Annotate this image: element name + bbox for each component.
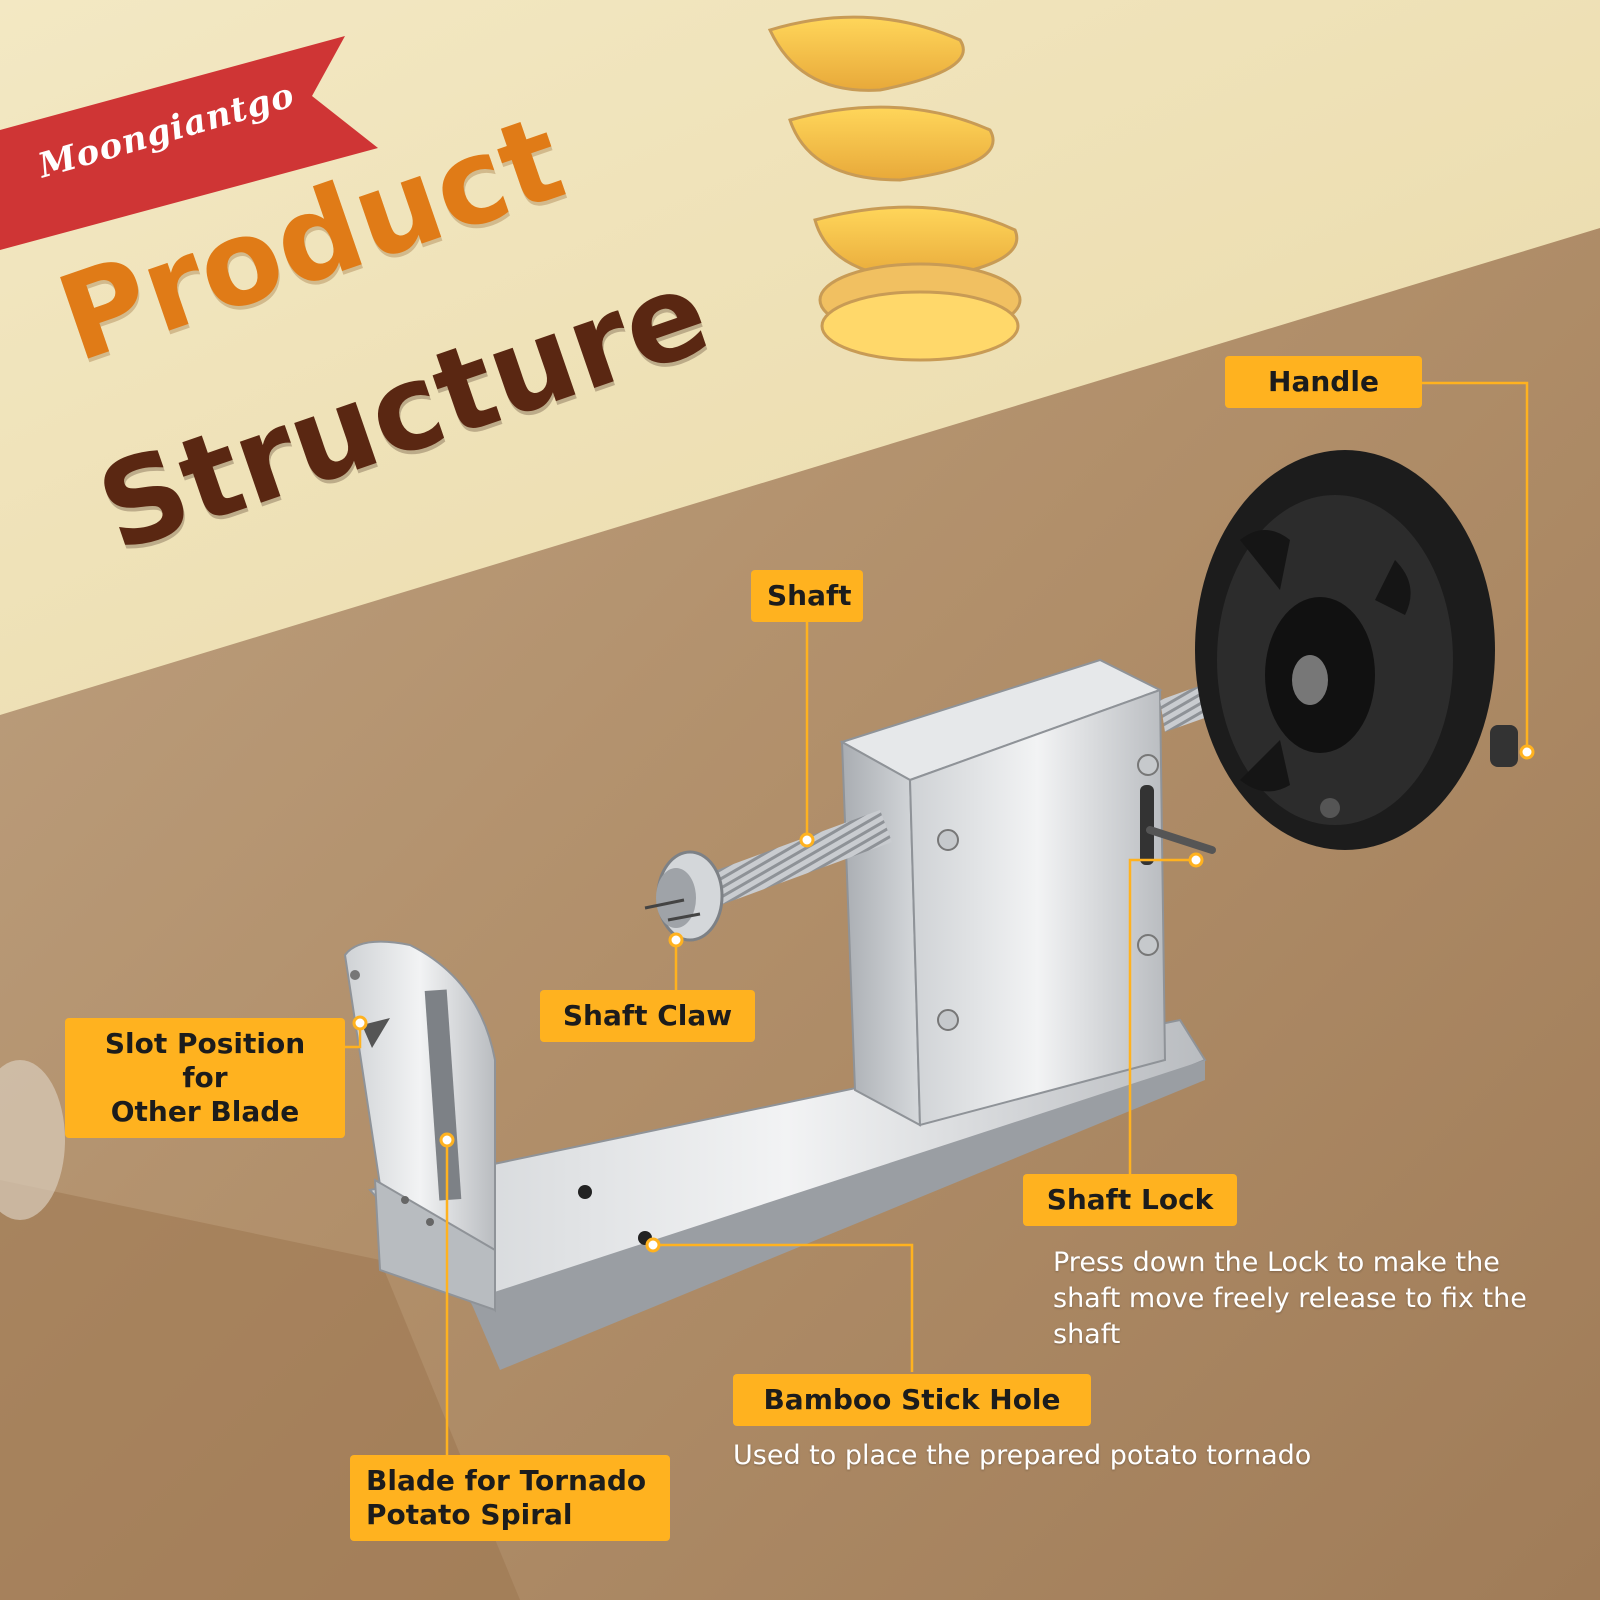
- label-blade: Blade for Tornado Potato Spiral: [350, 1455, 670, 1541]
- brand-ribbon: [0, 36, 378, 250]
- label-shaft: Shaft: [751, 570, 863, 622]
- bamboo-hole-description: Used to place the prepared potato tornad…: [733, 1440, 1312, 1471]
- label-handle: Handle: [1225, 356, 1422, 408]
- label-shaft-lock: Shaft Lock: [1023, 1174, 1237, 1226]
- bowl-edge: [0, 1060, 65, 1220]
- leader-lines: [343, 381, 1535, 1458]
- label-bamboo-stick-hole: Bamboo Stick Hole: [733, 1374, 1091, 1426]
- cream-band: [0, 0, 1600, 715]
- label-slot-position: Slot Position for Other Blade: [65, 1018, 345, 1138]
- label-shaft-claw: Shaft Claw: [540, 990, 755, 1042]
- shaft-lock-description: Press down the Lock to make the shaft mo…: [1053, 1247, 1527, 1350]
- blade-plate: [343, 940, 496, 1313]
- handle-wheel: [1195, 450, 1518, 850]
- potato-spiral: [767, 15, 1022, 362]
- gear-box: [839, 658, 1216, 1127]
